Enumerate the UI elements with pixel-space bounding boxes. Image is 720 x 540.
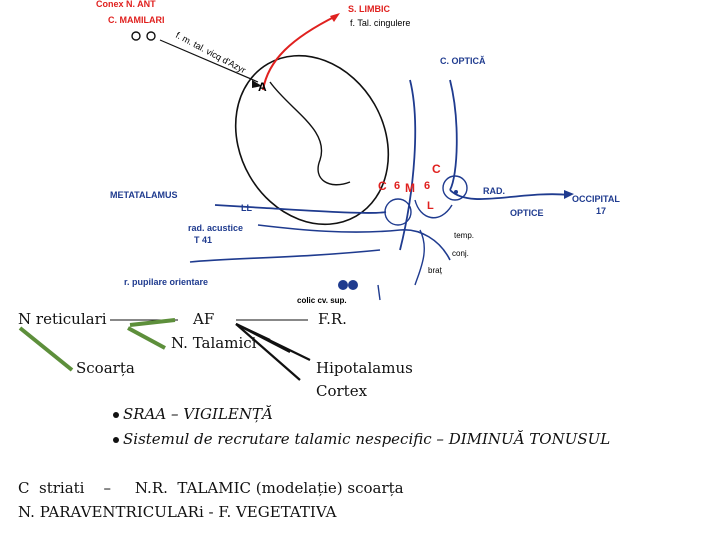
label-17: 17 <box>596 206 606 216</box>
lgb-nucleus <box>442 175 468 201</box>
label-a: A <box>258 80 267 94</box>
ray-2 <box>235 323 301 381</box>
label-fr: F.R. <box>318 310 347 328</box>
label-rad: RAD. <box>483 186 505 196</box>
lgb-fiber <box>414 199 453 219</box>
label-c-mamilari: C. MAMILARI <box>108 15 165 25</box>
brachium-line <box>377 284 381 301</box>
label-hipotalamus: Hipotalamus <box>316 359 413 377</box>
ray-4 <box>235 323 271 341</box>
label-t41: T 41 <box>194 235 212 245</box>
green-link-3 <box>127 326 166 350</box>
green-link-2 <box>129 318 176 327</box>
bullet-text: Sistemul de recrutare talamic nespecific… <box>123 430 611 448</box>
mammillothalamic-tract <box>159 39 259 83</box>
mammillothalamic-arrowhead <box>252 80 262 88</box>
pupillary-path <box>189 249 381 263</box>
label-scoarta: Scoarța <box>76 359 135 377</box>
label-f-m-tal-vicq: f. m. tal. vicq d'Azyr <box>174 30 247 75</box>
label-s-limbic: S. LIMBIC <box>348 4 390 14</box>
label-r-pupilare: r. pupilare orientare <box>124 277 208 287</box>
label-conex-n-ant: Conex N. ANT <box>96 0 156 9</box>
limbic-fiber-red <box>262 15 337 91</box>
colliculus-left <box>338 280 348 290</box>
label-rad-acustice: rad. acustice <box>188 223 243 233</box>
label-colic: colic cv. sup. <box>297 296 347 305</box>
acoustic-radiation <box>214 204 387 214</box>
optic-tract-2 <box>449 79 458 191</box>
temp-conj-line <box>414 229 425 286</box>
bullet-sraa: SRAA – VIGILENȚĂ <box>113 407 273 422</box>
label-n-reticulari: N reticulari <box>18 310 107 328</box>
label-ll: LL <box>241 203 252 213</box>
bullet-dot-icon <box>113 437 119 443</box>
optic-radiation <box>449 189 571 200</box>
label-l: L <box>427 200 434 212</box>
label-occipital: OCCIPITAL <box>572 194 620 204</box>
bullet-dot-icon <box>113 412 119 418</box>
label-optice: OPTICE <box>510 208 544 218</box>
label-af: AF <box>193 310 215 328</box>
mamillary-body-left <box>131 31 141 41</box>
label-six-a: 6 <box>394 180 400 192</box>
colliculus-right <box>348 280 358 290</box>
label-cortex: Cortex <box>316 382 368 400</box>
label-f-tal-cingulere: f. Tal. cingulere <box>350 18 410 28</box>
label-six-b: 6 <box>424 180 430 192</box>
green-link <box>18 326 74 372</box>
optic-radiation-arrowhead <box>564 190 574 199</box>
auditory-path <box>257 224 451 261</box>
label-brat: braț <box>428 266 443 275</box>
line-c-striati: C striati – N.R. TALAMIC (modelație) sco… <box>18 479 404 497</box>
label-conj: conj. <box>452 249 469 258</box>
thalamus-ellipse <box>234 54 390 226</box>
label-c-top: C <box>432 162 441 176</box>
label-m: M <box>405 181 415 195</box>
label-n-talamici: N. Talamici <box>171 334 257 352</box>
line-paraventriculari: N. PARAVENTRICULARi - F. VEGETATIVA <box>18 503 337 521</box>
label-metatalamus: METATALAMUS <box>110 190 178 200</box>
limbic-arrowhead <box>330 13 340 22</box>
lgb-dot <box>454 190 458 194</box>
label-c6: C <box>378 179 387 193</box>
optic-tract-1 <box>399 79 417 251</box>
label-c-optica: C. OPTICĂ <box>440 56 486 66</box>
bullet-recrutare: Sistemul de recrutare talamic nespecific… <box>113 432 610 447</box>
label-temp: temp. <box>454 231 474 240</box>
bullet-text: SRAA – VIGILENȚĂ <box>123 405 273 423</box>
mamillary-body-right <box>146 31 156 41</box>
internal-lamina <box>269 81 351 186</box>
